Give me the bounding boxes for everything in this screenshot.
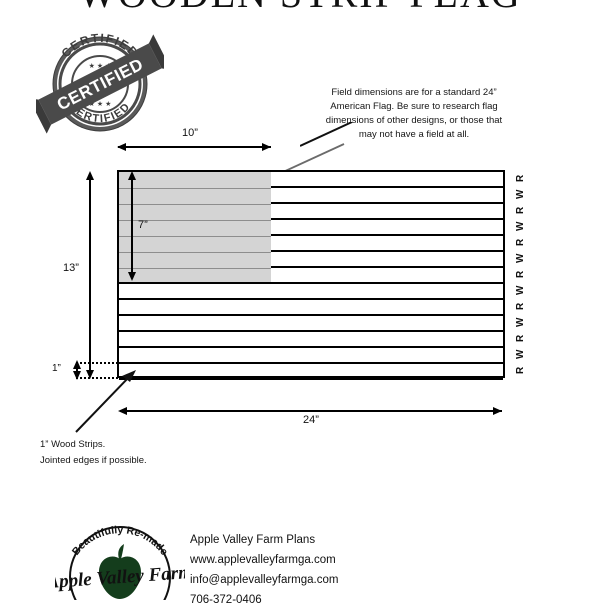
wood-strips-note: 1” Wood Strips. Jointed edges if possibl… xyxy=(40,437,240,469)
footer-contact-info: Apple Valley Farm Plans www.applevalleyf… xyxy=(190,530,490,610)
flag-height-arrow-top xyxy=(85,171,94,180)
footer-line-email[interactable]: info@applevalleyfarmga.com xyxy=(190,574,339,586)
stripe-label: R xyxy=(515,366,526,374)
canton-height-dimension-line xyxy=(131,176,133,275)
canton-width-arrow-left xyxy=(117,142,126,151)
footer-line-phone[interactable]: 706-372-0406 xyxy=(190,594,262,606)
stripe-row xyxy=(119,172,503,188)
strip-height-arrow-top xyxy=(72,360,81,369)
stripe-label: W xyxy=(515,317,526,327)
stripe-color-labels: R W R W R W R W R W R W R xyxy=(513,170,535,378)
stripe-row xyxy=(119,364,503,380)
stripe-row xyxy=(119,252,503,268)
stripe-row xyxy=(119,348,503,364)
footer-line-website[interactable]: www.applevalleyfarmga.com xyxy=(190,554,336,566)
stripe-row xyxy=(119,204,503,220)
strip-height-dimension-line xyxy=(76,364,78,376)
svg-text:★ ★ ★: ★ ★ ★ xyxy=(89,62,112,70)
stripe-label: W xyxy=(515,253,526,263)
flag-height-dimension-line xyxy=(89,177,91,373)
canton-divider xyxy=(119,268,271,269)
wood-strips-leader-line xyxy=(75,370,136,433)
strip-height-arrow-bottom xyxy=(72,371,81,380)
stripe-row xyxy=(119,236,503,252)
stripe-label: R xyxy=(515,206,526,214)
canton-height-label: 7” xyxy=(138,219,148,231)
strip-height-label: 1” xyxy=(52,363,61,374)
canton-height-arrow-top xyxy=(127,171,136,180)
stripe-row xyxy=(119,220,503,236)
stripe-label: R xyxy=(515,334,526,342)
flag-height-label: 13” xyxy=(63,262,79,274)
flag-width-label: 24” xyxy=(303,414,319,426)
stripe-label: R xyxy=(515,174,526,182)
flag-width-arrow-left xyxy=(118,406,127,415)
stripe-row xyxy=(119,268,503,284)
canton-width-label: 10” xyxy=(182,127,198,139)
strip-extension-line-bottom xyxy=(76,377,122,379)
footer-line-company: Apple Valley Farm Plans xyxy=(190,534,316,546)
stripe-row xyxy=(119,300,503,316)
page-title: WOODEN STRIP FLAG xyxy=(0,0,600,16)
canton-divider xyxy=(119,204,271,205)
flag-width-arrow-right xyxy=(493,406,502,415)
stripe-row xyxy=(119,332,503,348)
wood-strips-note-line-2: Jointed edges if possible. xyxy=(40,455,147,466)
stripe-row xyxy=(119,188,503,204)
flag-width-dimension-line xyxy=(120,410,502,412)
svg-text:★ ★ ★: ★ ★ ★ xyxy=(89,100,112,108)
stripe-label: R xyxy=(515,302,526,310)
apple-valley-farm-logo: Beautifully Re-made Apple Valley Farm xyxy=(55,525,185,600)
stripe-label: W xyxy=(515,189,526,199)
stripe-label: W xyxy=(515,221,526,231)
canton-divider xyxy=(119,220,271,221)
certified-stamp-icon: CERTIFIED CERTIFIED ★ ★ ★ ★ ★ ★ CERTIFIE… xyxy=(36,26,164,138)
wood-strips-note-line-1: 1” Wood Strips. xyxy=(40,439,106,450)
canton-divider xyxy=(119,188,271,189)
canton-divider xyxy=(119,236,271,237)
field-note-leader-top xyxy=(300,122,353,147)
stripe-row xyxy=(119,284,503,300)
canton-height-arrow-bottom xyxy=(127,272,136,281)
stripe-row xyxy=(119,316,503,332)
flag-canton-field xyxy=(119,172,271,284)
canton-width-arrow-right xyxy=(262,142,271,151)
stripe-label: R xyxy=(515,238,526,246)
stripe-label: R xyxy=(515,270,526,278)
field-dimensions-note: Field dimensions are for a standard 24” … xyxy=(325,87,503,140)
stripe-label: W xyxy=(515,285,526,295)
stripe-label: W xyxy=(515,349,526,359)
strip-extension-line-top xyxy=(76,362,122,364)
canton-width-dimension-line xyxy=(118,146,271,148)
flag-drawing xyxy=(117,170,505,380)
canton-divider xyxy=(119,252,271,253)
flag-height-arrow-bottom xyxy=(85,370,94,379)
